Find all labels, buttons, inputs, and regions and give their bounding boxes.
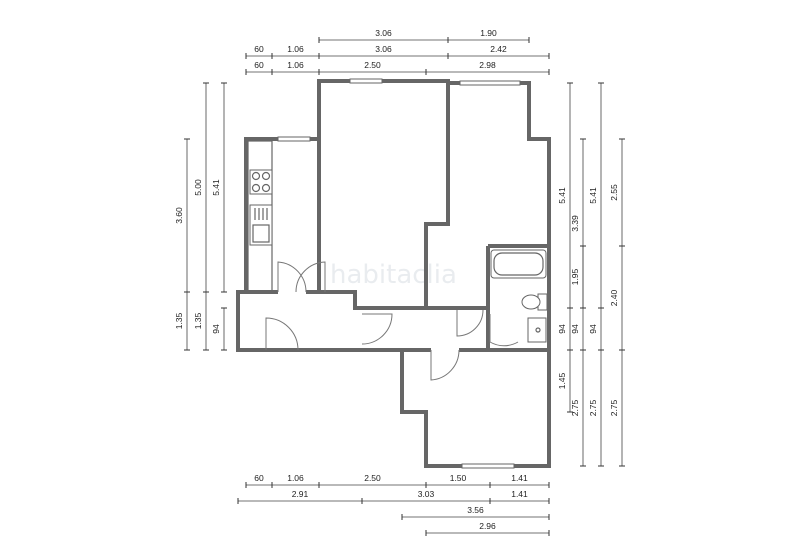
door-swing — [456, 309, 484, 337]
dimension-label: 2.40 — [609, 289, 619, 306]
dimension-label: 60 — [254, 44, 264, 54]
dimension-label: 2.50 — [364, 60, 381, 70]
bathroom-fixtures — [490, 249, 548, 343]
door-swing — [489, 314, 519, 347]
door-swing — [295, 261, 326, 293]
door-swing — [361, 313, 393, 345]
dimension-label: 5.41 — [211, 179, 221, 196]
bathtub-inner — [493, 252, 544, 276]
dimension-label: 2.98 — [479, 60, 496, 70]
dimension-label: 2.75 — [609, 399, 619, 416]
dimension-label: 3.06 — [375, 44, 392, 54]
cooktop — [249, 169, 273, 195]
dimension-label: 60 — [254, 473, 264, 483]
dimension-label: 1.35 — [174, 312, 184, 329]
burner-icon — [251, 171, 261, 181]
dimension-label: 94 — [211, 324, 221, 334]
dimension-label: 3.56 — [467, 505, 484, 515]
dimension-label: 3.39 — [570, 215, 580, 232]
dimension-label: 2.91 — [292, 489, 309, 499]
toilet-bowl — [521, 294, 541, 310]
watermark-text: habitaclia — [330, 260, 457, 290]
dimension-label: 94 — [570, 324, 580, 334]
dimension-label: 1.06 — [287, 473, 304, 483]
window — [459, 80, 521, 86]
sink-basin — [252, 224, 270, 243]
dimension-label: 2.55 — [609, 184, 619, 201]
burner-icon — [251, 183, 261, 193]
burner-icon — [261, 183, 271, 193]
dimension-label: 2.75 — [570, 399, 580, 416]
dimension-label: 2.96 — [479, 521, 496, 531]
dimension-label: 1.41 — [511, 489, 528, 499]
windows — [277, 78, 521, 469]
window — [277, 136, 311, 142]
bathroom-wall — [486, 244, 549, 352]
dimension-label: 94 — [588, 324, 598, 334]
dimension-label: 5.41 — [588, 187, 598, 204]
bedroom-divider-wall — [424, 83, 450, 308]
dimension-label: 3.60 — [174, 207, 184, 224]
dimension-label: 5.00 — [193, 179, 203, 196]
dimension-label: 2.42 — [490, 44, 507, 54]
dimension-label: 5.41 — [557, 187, 567, 204]
burner-icon — [261, 171, 271, 181]
corridor-wall — [362, 306, 490, 352]
door-swing — [430, 349, 460, 381]
window — [349, 78, 383, 84]
dimension-label: 1.50 — [450, 473, 467, 483]
dimension-label: 1.95 — [570, 268, 580, 285]
washbasin-drain — [535, 327, 541, 333]
dimension-label: 1.35 — [193, 312, 203, 329]
dimension-label: 1.45 — [557, 372, 567, 389]
window — [461, 463, 515, 469]
door-swing — [265, 317, 299, 351]
bathtub — [490, 249, 547, 279]
kitchen-fixtures — [247, 140, 273, 292]
dimension-label: 1.90 — [480, 28, 497, 38]
dimension-label: 2.50 — [364, 473, 381, 483]
kitchen-hall-wall — [246, 290, 404, 310]
dimension-label: 1.06 — [287, 60, 304, 70]
door-swing — [277, 261, 307, 293]
dimension-label: 1.06 — [287, 44, 304, 54]
dimension-label: 3.06 — [375, 28, 392, 38]
dimension-label: 1.41 — [511, 473, 528, 483]
dimension-label: 60 — [254, 60, 264, 70]
dimension-lines: 3.06 1.90 60 1.06 3.06 2.42 60 1.06 2.50 2.98 60 1.… — [174, 28, 625, 536]
dimension-label: 3.03 — [418, 489, 435, 499]
doors — [265, 261, 519, 381]
washbasin — [527, 317, 547, 343]
dimension-label: 94 — [557, 324, 567, 334]
dimension-label: 2.75 — [588, 399, 598, 416]
